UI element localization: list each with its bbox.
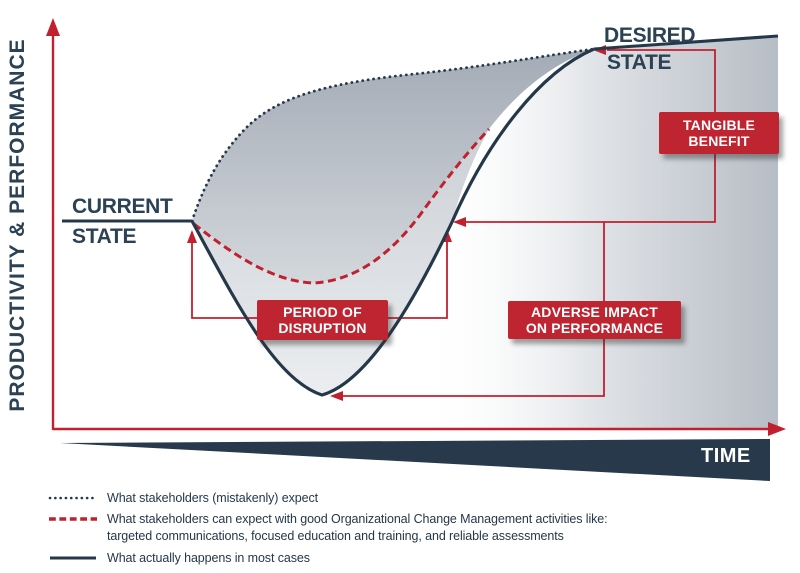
desired-state-label-line1: DESIRED	[604, 24, 696, 47]
legend-item-actual-label: What actually happens in most cases	[107, 551, 310, 565]
legend-item-ocm-label-line2: targeted communications, focused educati…	[107, 529, 564, 543]
legend-item-actual: What actually happens in most cases	[48, 550, 310, 567]
x-axis-arrow-icon	[768, 422, 786, 436]
tangible-benefit-line1: TANGIBLE	[682, 116, 756, 133]
arrow-left-curve-icon	[453, 217, 466, 227]
legend-dotted-swatch-icon	[48, 496, 98, 500]
adverse-impact-connector	[341, 222, 605, 397]
adverse-impact-line1: ADVERSE IMPACT	[531, 303, 658, 320]
period-of-disruption-line2: DISRUPTION	[278, 320, 367, 336]
y-axis-label: PRODUCTIVITY & PERFORMANCE	[6, 38, 29, 412]
adverse-impact-line2: ON PERFORMANCE	[525, 320, 664, 336]
x-axis-label: TIME	[701, 445, 751, 467]
arrow-up-current-icon	[187, 230, 197, 243]
expected-curve-dotted-line	[190, 47, 596, 223]
tangible-benefit-callout: TANGIBLE BENEFIT	[659, 112, 779, 154]
ocm-curve-dashed-line	[193, 127, 491, 285]
legend-item-ocm: What stakeholders can expect with good O…	[48, 511, 608, 545]
axes	[51, 33, 770, 431]
tangible-benefit-line2: BENEFIT	[688, 133, 750, 149]
period-of-disruption-line1: PERIOD OF	[283, 303, 362, 320]
actual-curve-solid-line	[190, 47, 595, 397]
y-axis-arrow-icon	[46, 18, 60, 36]
legend-item-expected: What stakeholders (mistakenly) expect	[48, 490, 318, 507]
adverse-impact-callout: ADVERSE IMPACT ON PERFORMANCE	[508, 301, 681, 339]
arrow-left-dip-icon	[330, 391, 343, 401]
legend-solid-swatch-icon	[50, 556, 96, 560]
period-of-disruption-callout: PERIOD OF DISRUPTION	[257, 300, 388, 340]
current-state-label-line1: CURRENT	[72, 195, 173, 218]
legend-dashed-swatch-icon	[49, 517, 97, 521]
time-wedge	[60, 439, 770, 481]
current-state-label-line2: STATE	[72, 225, 137, 248]
expectation-gap-fill	[192, 49, 594, 283]
desired-state-label-line2: STATE	[607, 51, 672, 74]
desired-state-line	[593, 34, 779, 51]
legend-item-ocm-label-line1: What stakeholders can expect with good O…	[107, 512, 608, 526]
legend-item-expected-label: What stakeholders (mistakenly) expect	[107, 491, 318, 505]
